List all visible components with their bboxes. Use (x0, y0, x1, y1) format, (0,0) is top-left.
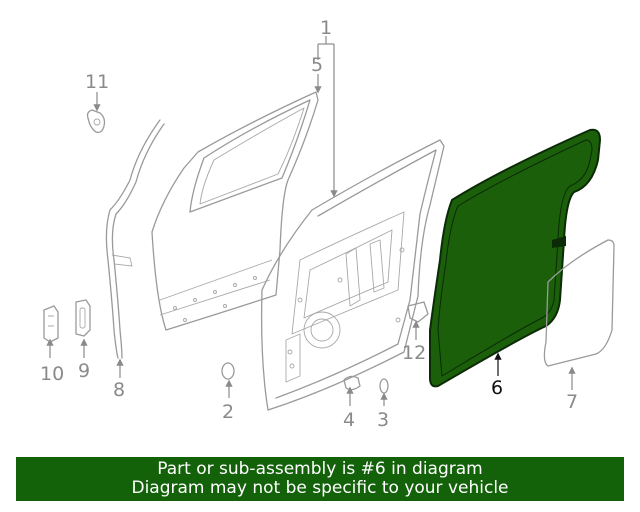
callout-1[interactable]: 1 (320, 17, 332, 39)
callouts: 1 5 11 10 9 8 2 4 3 12 6 7 (40, 17, 578, 431)
part-11-clip[interactable] (86, 109, 106, 134)
callout-7[interactable]: 7 (566, 391, 578, 413)
callout-6[interactable]: 6 (491, 377, 503, 399)
callout-2[interactable]: 2 (222, 401, 234, 423)
part-6-door-weatherstrip[interactable] (429, 128, 602, 388)
part-3-grommet[interactable] (379, 378, 389, 394)
callout-4[interactable]: 4 (343, 409, 355, 431)
part-4-plug[interactable] (343, 375, 361, 391)
info-banner: Part or sub-assembly is #6 in diagram Di… (16, 457, 624, 501)
callout-3[interactable]: 3 (377, 409, 389, 431)
part-12-bumper[interactable] (407, 301, 429, 323)
part-7-glass-panel[interactable] (543, 239, 615, 367)
panel-holes (173, 276, 257, 322)
callout-11[interactable]: 11 (85, 71, 109, 93)
callout-12[interactable]: 12 (402, 342, 426, 364)
part-9-plate[interactable] (75, 299, 91, 337)
leaders (46, 36, 576, 406)
callout-9[interactable]: 9 (78, 360, 90, 382)
part-1-door-shell[interactable] (260, 139, 445, 411)
part-2-grommet[interactable] (221, 362, 235, 380)
callout-10[interactable]: 10 (40, 363, 64, 385)
part-5-door-outer-panel[interactable] (151, 91, 319, 331)
banner-line-disclaimer: Diagram may not be specific to your vehi… (131, 478, 509, 498)
banner-line-part-info: Part or sub-assembly is #6 in diagram (157, 459, 483, 479)
shell-holes (287, 247, 405, 369)
callout-8[interactable]: 8 (113, 379, 125, 401)
part-8-weatherstrip[interactable] (105, 119, 165, 359)
part-10-hinge[interactable] (43, 305, 59, 343)
parts-diagram: 1 5 11 10 9 8 2 4 3 12 6 7 (40, 17, 615, 431)
callout-5[interactable]: 5 (311, 54, 323, 76)
